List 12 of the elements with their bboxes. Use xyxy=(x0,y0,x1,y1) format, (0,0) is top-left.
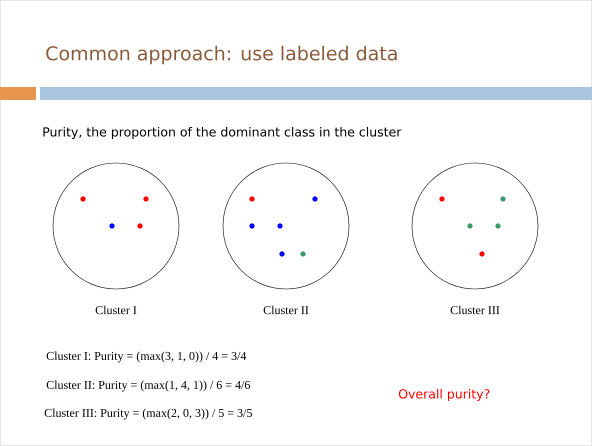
formula-text: Cluster III: Purity = (max(2, 0, 3)) / 5 = 3/5 xyxy=(44,408,252,420)
formula-text: Cluster I: Purity = (max(3, 1, 0)) / 4 = 3/4 xyxy=(46,352,246,362)
cluster-circle xyxy=(222,162,350,290)
question-text: Overall purity? xyxy=(398,388,490,402)
title: Common approach: use labeled data xyxy=(46,46,397,64)
definition-text: Purity, the proportion of the dominant class in the cluster xyxy=(43,126,402,140)
cluster-circle xyxy=(412,162,538,290)
cluster-label: Cluster I xyxy=(96,306,136,314)
formula-text: Cluster II: Purity = (max(1, 4, 1)) / 6 = 4/6 xyxy=(46,380,250,392)
cluster-label: Cluster III xyxy=(450,306,500,314)
cluster-label: Cluster II xyxy=(264,306,308,314)
cluster-circle xyxy=(52,162,180,290)
